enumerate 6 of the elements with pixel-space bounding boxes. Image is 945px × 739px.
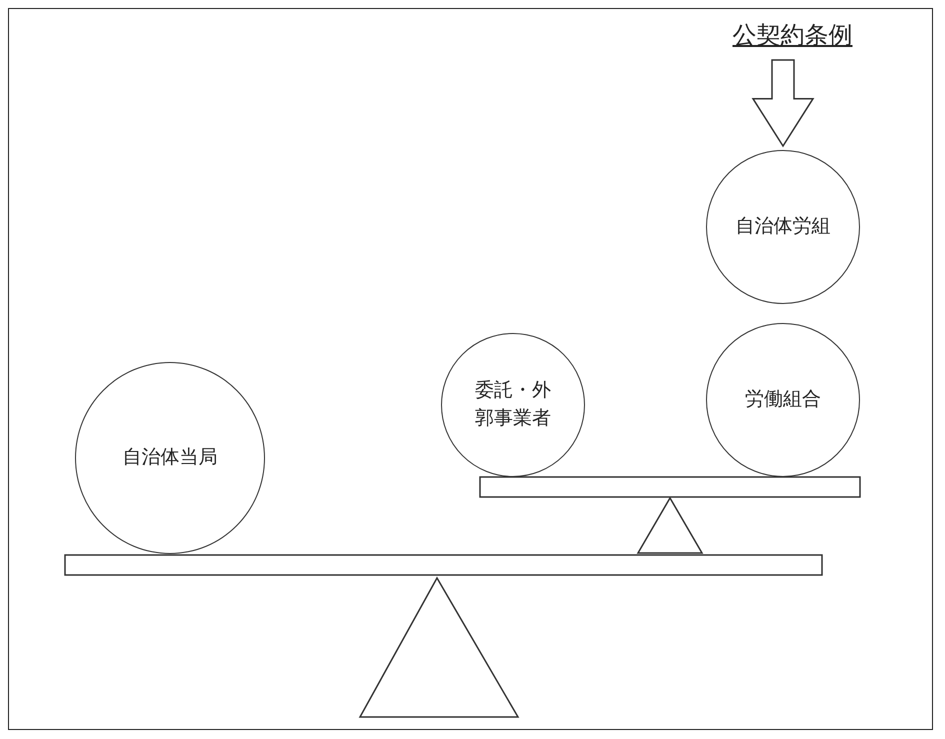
node-label: 自治体労組 — [736, 214, 830, 240]
node-label: 委託・外郭事業者 — [474, 378, 552, 431]
block-arrow — [752, 59, 814, 148]
ordinance-heading: 公契約条例 — [732, 20, 852, 51]
node-label: 自治体当局 — [122, 445, 218, 470]
node-label: 労働組合 — [745, 387, 821, 412]
